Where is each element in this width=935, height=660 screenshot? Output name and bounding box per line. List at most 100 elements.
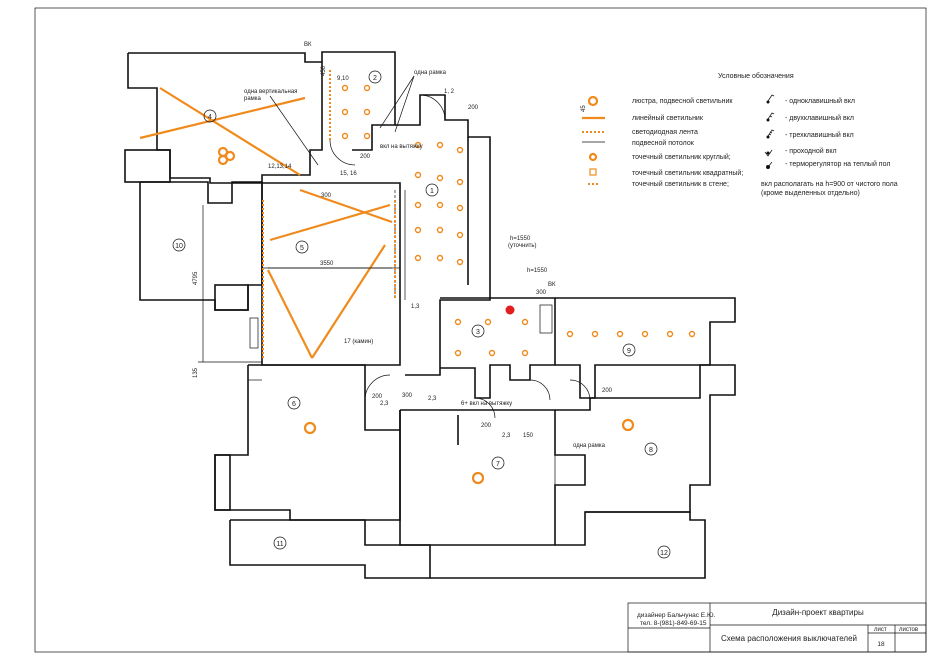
legend-light-1: линейный светильник [632,114,704,122]
legend: Условные обозначения 45 люстра, подвесно… [581,72,898,197]
svg-text:5: 5 [300,245,304,252]
legend-light-5: точечный светильник квадратный; [632,169,743,177]
svg-text:12: 12 [660,550,668,557]
label-h1550-b: h=1550 [527,268,548,274]
single-switch-icon [767,94,775,102]
svg-text:10: 10 [175,243,183,250]
square-spot-icon [589,168,597,176]
wall-room-12 [430,511,706,579]
room-marker-11: 11 [273,536,287,550]
room-marker-10: 10 [172,238,186,252]
sheet-number: 18 [877,641,885,648]
legend-light-6: точечный светильник в стене; [632,180,729,188]
annotations: ВК одна рамка одна вертикальная рамка 12… [244,42,606,449]
linear-light-4b [139,96,306,140]
label-h1550-a2: (уточнить) [508,243,537,249]
title-block: дизайнер Бальчунас Е.Ю. тел. 8-(981)-849… [627,602,927,653]
designer-phone: тел. 8-(981)-849-69-15 [640,620,707,627]
room-marker-8: 8 [644,442,658,456]
linear-light-5a [269,203,391,242]
room-marker-12: 12 [657,545,671,559]
label-2-3a: 2,3 [428,396,437,402]
svg-text:7: 7 [496,461,500,468]
room-marker-2: 2 [368,70,382,84]
room-markers: 1 2 3 4 5 6 7 8 9 10 11 12 [172,70,671,559]
label-9-10: 9,10 [337,76,349,82]
dim-135: 135 [193,367,199,378]
round-spot-icon [588,152,598,162]
label-one-frame-bottom: одна рамка [573,443,606,449]
double-switch-icon [767,112,775,120]
label-15-16: 15, 16 [340,171,357,177]
label-one-vertical-frame: одна вертикальная [244,89,297,95]
wall-room-8 [555,364,736,513]
room-marker-1: 1 [425,183,439,197]
legend-light-4: точечный светильник круглый; [632,153,731,161]
designer-name: дизайнер Бальчунас Е.Ю. [637,611,716,619]
wall-room-6 [214,364,401,521]
legend-note2: (кроме выделенных отдельно) [761,190,860,197]
legend-switch-0: - одноклавишный вкл [785,97,855,105]
room-marker-7: 7 [491,456,505,470]
svg-text:3: 3 [476,329,480,336]
pass-switch-icon [764,149,773,157]
label-2-3b: 2,3 [502,433,511,439]
room-marker-5: 5 [295,240,309,254]
led-height: 45 [581,105,587,112]
sheets-label: листов [899,627,918,633]
dim-450: 450 [321,65,327,76]
legend-light-2: светодиодная лента [632,129,698,136]
legend-switch-3: - проходной вкл [785,147,837,155]
room-marker-4: 4 [203,109,217,123]
label-vk2: ВК [548,282,556,288]
svg-text:11: 11 [276,541,283,548]
dim-4795: 4795 [193,271,199,285]
svg-text:1: 1 [430,188,434,195]
linear-light-5b [299,188,393,224]
legend-light-3: подвесной потолок [632,139,695,147]
window-bay-6 [214,454,231,511]
legend-switch-1: - двухклавишный вкл [785,114,854,122]
label-frame-word: рамка [244,96,262,102]
label-1-2: 1, 2 [444,89,455,95]
label-fireplace: 17 (камин) [344,339,373,345]
dim-200c: 200 [481,423,492,429]
legend-switch-4: - терморегулятор на теплый пол [785,160,890,168]
sheet-frame [34,7,927,653]
label-vk: ВК [304,42,312,48]
wall-room-10 [139,181,263,311]
dim-200b: 200 [360,154,371,160]
linear-light-5c [267,269,313,359]
linear-light-4a [159,87,301,176]
wall-room-9 [555,297,736,399]
svg-text:6: 6 [292,401,296,408]
triple-switch-icon [767,129,775,137]
legend-title: Условные обозначения [718,72,794,80]
project-name: Дизайн-проект квартиры [772,608,864,617]
svg-text:4: 4 [208,114,212,121]
wall-room-5 [261,182,401,366]
legend-light-0: люстра, подвесной светильник [632,97,733,105]
spot-lights [341,84,696,357]
legend-switch-2: - трехклавишный вкл [785,131,854,139]
svg-text:9: 9 [627,348,631,355]
label-12-13-14: 12,13,14 [268,164,292,170]
chandelier-icon [471,471,485,485]
sheet-title: Схема расположения выключателей [721,634,857,643]
lighting-lines [139,70,396,359]
label-h1550-a: h=1550 [510,236,531,242]
svg-text:8: 8 [649,447,653,454]
dim-300b: 300 [402,393,413,399]
chandelier-icon [303,421,317,435]
legend-note: вкл располагать на h=900 от чистого пола [761,181,898,188]
dim-150: 150 [523,433,534,439]
dim-300c: 300 [536,290,547,296]
dim-200e: 200 [372,394,383,400]
label-2-3c: 2,3 [380,401,389,407]
wall-room-2 [321,51,396,151]
dim-200d: 200 [602,388,613,394]
svg-text:2: 2 [373,75,377,82]
wall-room-3 [440,297,556,399]
wall-block-10-a [124,149,171,183]
